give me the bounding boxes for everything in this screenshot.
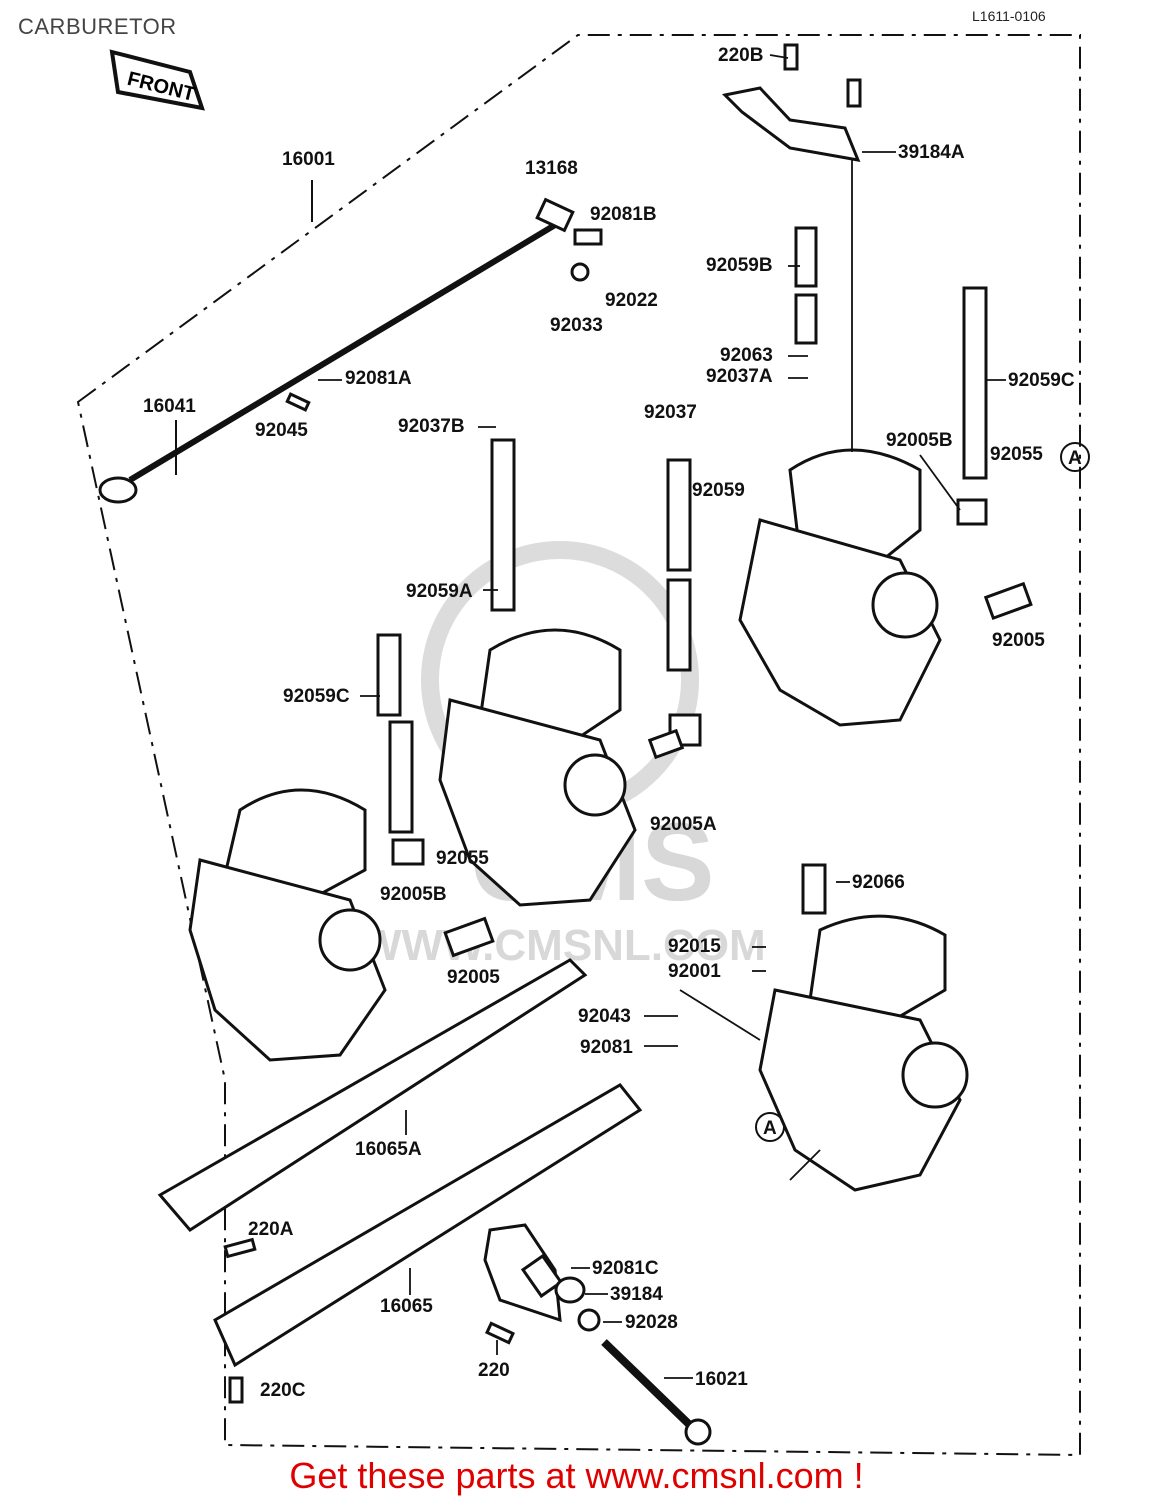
label-92037: 92037 [644,402,697,423]
callout-marker-a-top: A [1060,442,1090,472]
label-16041: 16041 [143,396,196,417]
label-92059A: 92059A [406,581,473,602]
label-92059C-right: 92059C [1008,370,1075,391]
label-220B: 220B [718,45,763,66]
label-220A: 220A [248,1219,294,1240]
label-92005-left: 92005 [447,967,500,988]
label-92066: 92066 [852,872,905,893]
carburetor-right-top [738,448,942,727]
label-92005-right: 92005 [992,630,1045,651]
label-39184A: 39184A [898,142,965,163]
label-92055-left: 92055 [436,848,489,869]
label-16021: 16021 [695,1369,748,1390]
label-92001: 92001 [668,961,721,982]
assembly-boundary [76,34,1081,1457]
label-220: 220 [478,1360,510,1381]
throttle-stop-assembly [483,1223,712,1446]
label-92005B-right: 92005B [886,430,953,451]
label-92081A: 92081A [345,368,412,389]
mounting-plates [157,958,643,1368]
label-92045: 92045 [255,420,308,441]
front-direction-tag: FRONT [109,49,205,111]
label-92055-right: 92055 [990,444,1043,465]
label-92028: 92028 [625,1312,678,1333]
label-92037B: 92037B [398,416,465,437]
carburetor-center [438,628,637,907]
label-39184: 39184 [610,1284,663,1305]
label-92081: 92081 [580,1037,633,1058]
label-92015: 92015 [668,936,721,957]
label-92059: 92059 [692,480,745,501]
svg-text:A: A [763,1118,777,1139]
label-92043: 92043 [578,1006,631,1027]
part-labels: 16001 13168 92081B 92022 92033 220B 3918… [143,45,1075,1401]
label-16065A: 16065A [355,1139,422,1160]
label-92005B-left: 92005B [380,884,447,905]
screws [223,392,515,1404]
label-13168: 13168 [525,158,578,179]
label-92037A: 92037A [706,366,773,387]
label-92059C-left: 92059C [283,686,350,707]
label-16065: 16065 [380,1296,433,1317]
carburetor-right-bottom [758,914,969,1192]
promo-link-text[interactable]: Get these parts at www.cmsnl.com ! [289,1455,864,1496]
label-92033: 92033 [550,315,603,336]
document-number: L1611-0106 [972,8,1046,24]
label-92005A: 92005A [650,814,717,835]
label-92081C: 92081C [592,1258,659,1279]
label-16001: 16001 [282,149,335,170]
label-92063: 92063 [720,345,773,366]
svg-text:A: A [1068,448,1082,469]
choke-shaft [98,180,557,504]
tee-fittings [391,498,1033,958]
fuel-vent-tubes [376,226,988,915]
callout-marker-a-bottom: A [755,1112,785,1142]
label-92081B: 92081B [590,204,657,225]
leader-lines [318,54,1006,1379]
carburetor-left [188,788,387,1062]
label-92059B: 92059B [706,255,773,276]
label-92022: 92022 [605,290,658,311]
label-220C: 220C [260,1380,306,1401]
watermark-url: WWW.CMSNL.COM [360,921,766,970]
choke-lever [535,197,603,282]
page-title: CARBURETOR [18,14,177,39]
